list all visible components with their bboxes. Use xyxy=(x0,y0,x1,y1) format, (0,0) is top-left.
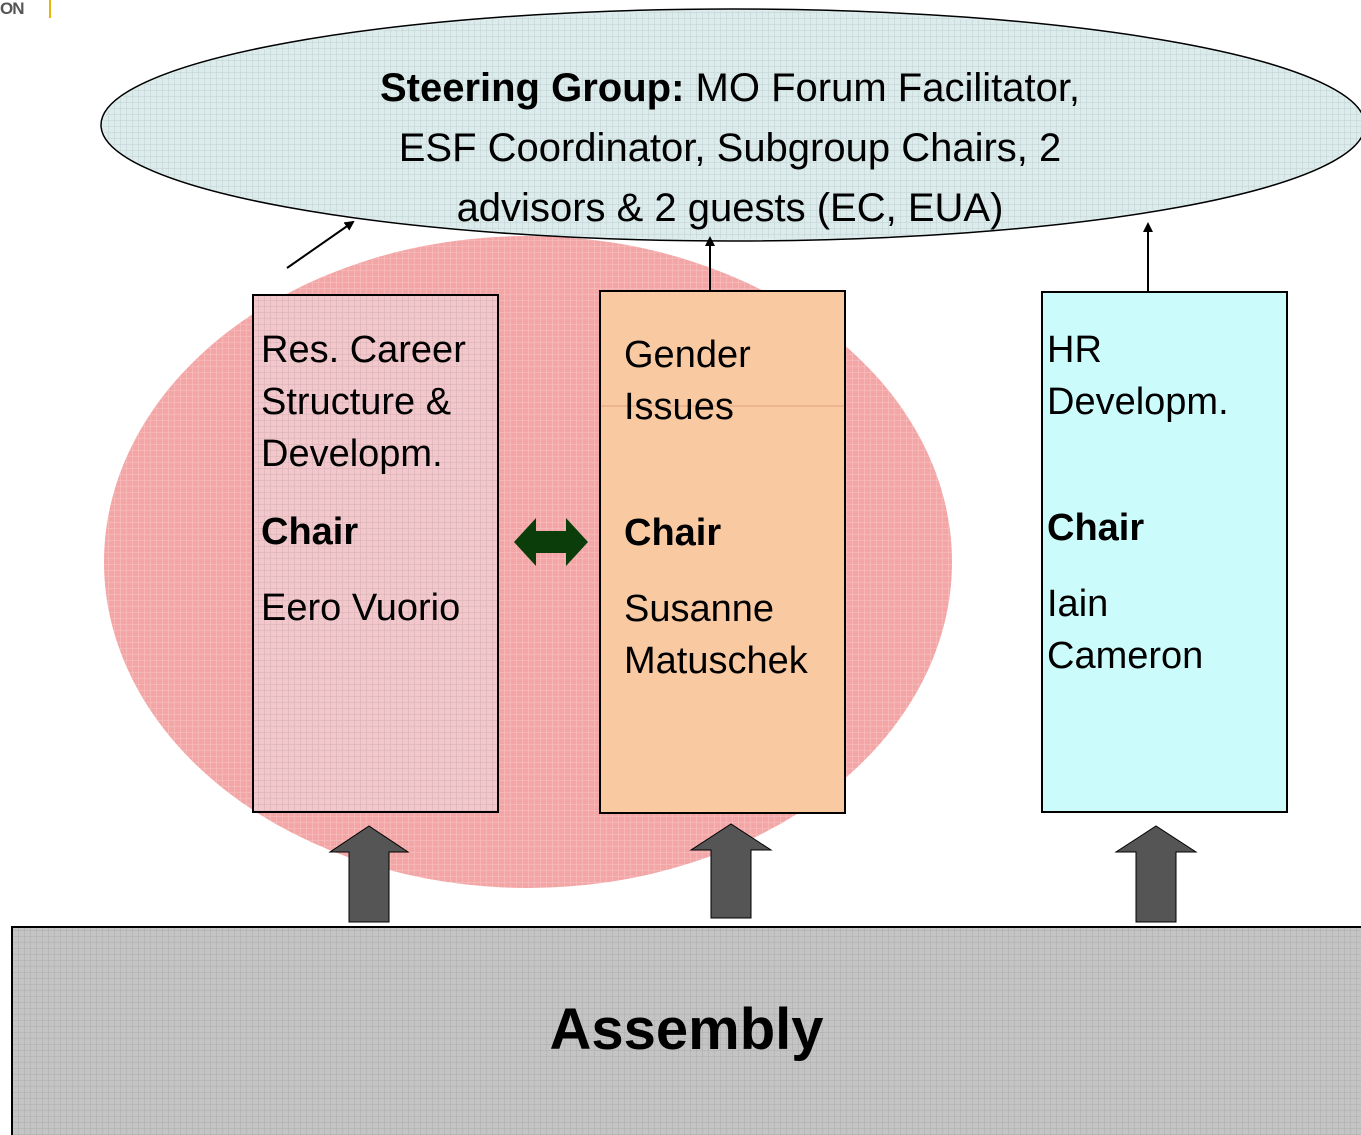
subgroup-3-chair-name: Iain xyxy=(1047,583,1109,625)
subgroup-1-name-line: Res. Career xyxy=(261,329,466,371)
subgroup-2-chair-name: Matuschek xyxy=(624,640,808,682)
logo-fragment: ON xyxy=(0,0,25,18)
block-arrow-up-2 xyxy=(689,823,773,919)
subgroup-3-text: HR Developm. Chair Iain Cameron xyxy=(1047,324,1229,682)
connector-arrow-1 xyxy=(286,220,355,269)
subgroup-3-chair-label: Chair xyxy=(1047,507,1145,549)
steering-group-text: Steering Group: MO Forum Facilitator, ES… xyxy=(240,58,1220,238)
steering-group-line1: MO Forum Facilitator, xyxy=(695,66,1081,110)
subgroup-2-name-line: Gender xyxy=(624,334,751,376)
steering-group-title: Steering Group: xyxy=(379,66,685,110)
subgroup-2-chair-name: Susanne xyxy=(624,588,775,630)
subgroup-1-name-line: Developm. xyxy=(261,433,443,475)
subgroup-2-chair-label: Chair xyxy=(624,512,722,554)
subgroup-1-chair-label: Chair xyxy=(261,511,359,553)
steering-group-line3: advisors & 2 guests (EC, EUA) xyxy=(456,186,1004,230)
subgroup-1-text: Res. Career Structure & Developm. Chair … xyxy=(261,324,466,634)
subgroup-box-gender-issues xyxy=(599,290,846,814)
subgroup-1-chair-name: Eero Vuorio xyxy=(261,587,461,629)
steering-group-line2: ESF Coordinator, Subgroup Chairs, 2 xyxy=(398,126,1062,170)
assembly-label: Assembly xyxy=(549,997,824,1062)
subgroup-3-name-line: HR xyxy=(1047,329,1102,371)
block-arrow-up-1 xyxy=(328,825,410,923)
subgroup-3-chair-name: Cameron xyxy=(1047,635,1204,677)
subgroup-2-name-line: Issues xyxy=(624,386,734,428)
subgroup-1-name-line: Structure & xyxy=(261,381,452,423)
subgroup-2-text: Gender Issues Chair Susanne Matuschek xyxy=(624,329,808,687)
subgroup-box-hr-development xyxy=(1041,291,1288,813)
subgroup-3-name-line: Developm. xyxy=(1047,381,1229,423)
block-arrow-up-3 xyxy=(1114,825,1198,923)
logo-accent-bar xyxy=(49,0,51,18)
double-arrow-icon xyxy=(514,518,588,566)
